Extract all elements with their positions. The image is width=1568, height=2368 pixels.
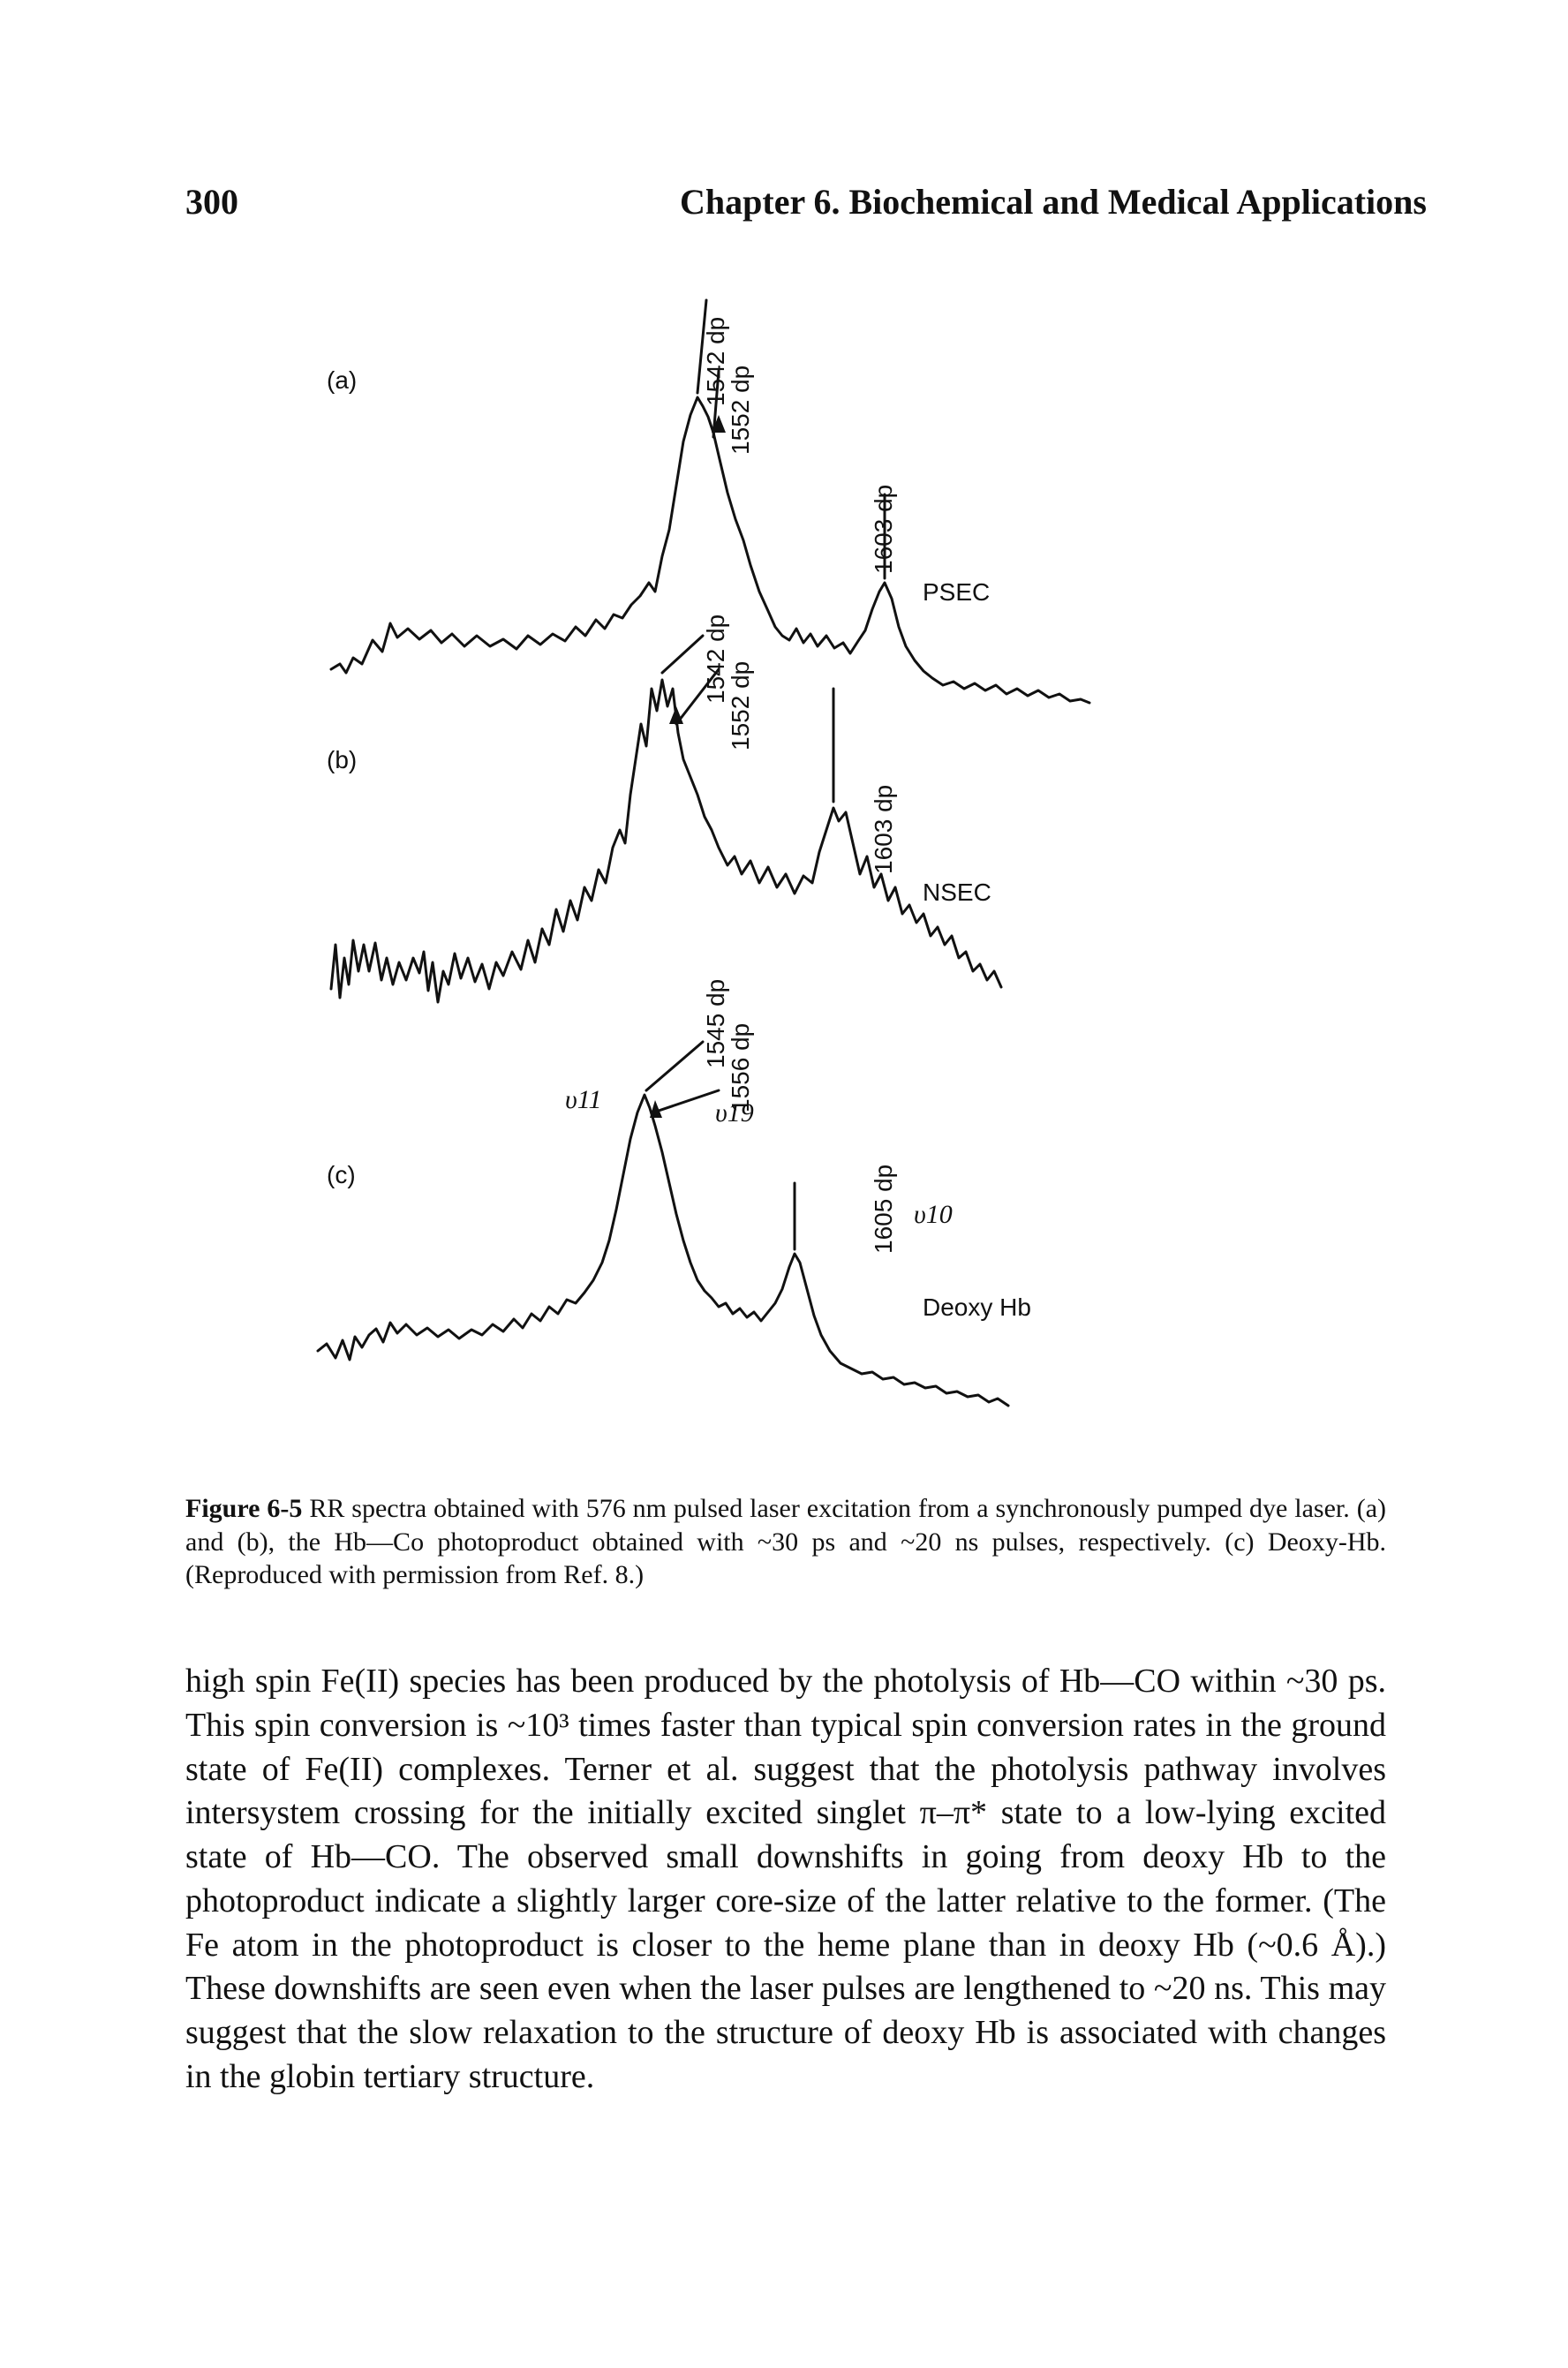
mode-label-v19: υ19 (715, 1098, 754, 1127)
spectrum-b-trace (329, 678, 1003, 1004)
peak-c-1605: 1605 dp (870, 1165, 897, 1254)
arrow-b-icon (669, 706, 683, 724)
rr-spectra-figure: (a) (b) (c) PSEC NSEC Deoxy Hb 1542 dp 1… (316, 298, 1091, 1407)
caption-label: Figure 6-5 (185, 1494, 303, 1523)
marker-b-shoulder (675, 667, 720, 726)
peak-b-1552: 1552 dp (727, 661, 754, 750)
panel-a-label: (a) (327, 366, 357, 394)
figure-6-5: (a) (b) (c) PSEC NSEC Deoxy Hb 1542 dp 1… (291, 265, 1315, 1501)
chapter-title: Chapter 6. Biochemical and Medical Appli… (680, 182, 1427, 222)
body-paragraph: high spin Fe(II) species has been produc… (185, 1663, 1386, 2095)
peak-b-1603: 1603 dp (870, 785, 897, 874)
marker-c-main (645, 1040, 705, 1092)
figure-caption: Figure 6-5 RR spectra obtained with 576 … (185, 1492, 1386, 1592)
panel-a-tag: PSEC (923, 578, 990, 606)
peak-a-1603: 1603 dp (870, 485, 897, 574)
peak-b-1542: 1542 dp (702, 615, 729, 704)
panel-c-label: (c) (327, 1161, 356, 1188)
arrow-c-icon (650, 1100, 662, 1118)
spectrum-c-trace (316, 1093, 1010, 1407)
peak-c-1556: 1556 dp (727, 1023, 754, 1112)
page-number: 300 (185, 182, 238, 222)
mode-label-v10: υ10 (914, 1200, 953, 1229)
body-text: high spin Fe(II) species has been produc… (185, 1660, 1386, 2100)
page-header: 300 Chapter 6. Biochemical and Medical A… (0, 181, 1568, 234)
panel-c-tag: Deoxy Hb (923, 1293, 1031, 1321)
caption-text: RR spectra obtained with 576 nm pulsed l… (185, 1494, 1386, 1589)
panel-b-label: (b) (327, 746, 357, 773)
peak-c-1545: 1545 dp (702, 979, 729, 1068)
marker-a-main (696, 298, 708, 395)
peak-a-1552: 1552 dp (727, 366, 754, 455)
peak-a-1542: 1542 dp (702, 317, 729, 406)
marker-c-shoulder (652, 1089, 720, 1114)
arrow-a-icon (712, 415, 726, 433)
panel-b-tag: NSEC (923, 879, 991, 906)
marker-b-main (660, 634, 705, 675)
mode-label-v11: υ11 (565, 1085, 602, 1114)
spectrum-a-trace (329, 396, 1091, 705)
